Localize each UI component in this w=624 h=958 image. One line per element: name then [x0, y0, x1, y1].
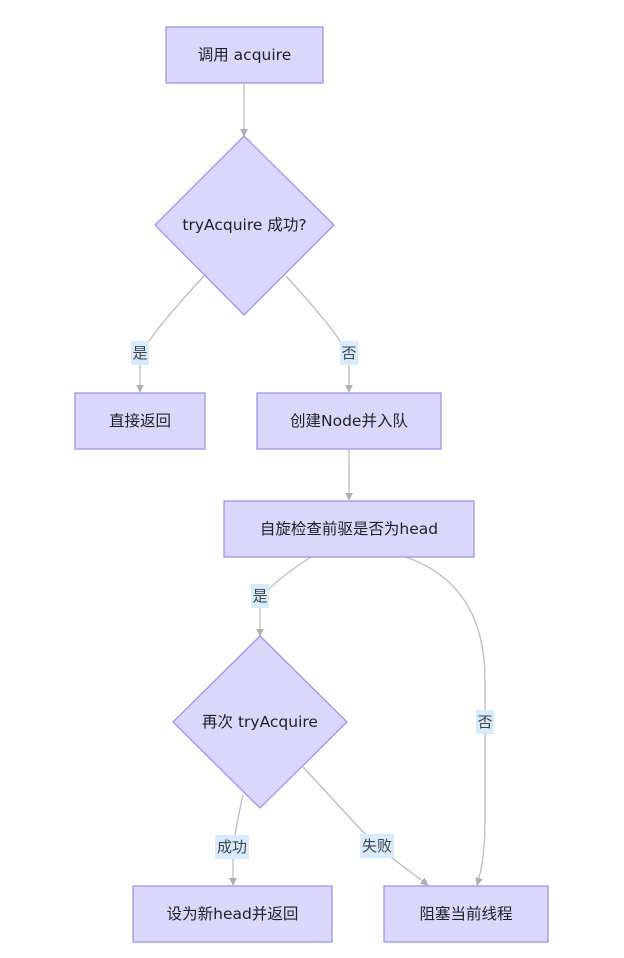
edge-retry-to-block-fail [302, 766, 429, 886]
node-label: 阻塞当前线程 [419, 905, 512, 923]
edge-label-text: 否 [477, 713, 492, 731]
edge-label-yes-2: 是 [251, 584, 269, 608]
node-call-acquire: 调用 acquire [165, 26, 324, 84]
edge-label-success: 成功 [215, 835, 249, 859]
node-set-head: 设为新head并返回 [132, 885, 333, 943]
edge-label-text: 成功 [217, 838, 247, 856]
edge-label-no-1: 否 [340, 341, 358, 365]
edge-label-fail: 失败 [360, 834, 394, 858]
node-label: 设为新head并返回 [167, 905, 299, 923]
node-return-direct: 直接返回 [74, 392, 206, 450]
node-label: 调用 acquire [198, 46, 292, 64]
edges [136, 83, 486, 886]
edge-label-text: 是 [132, 344, 147, 362]
node-label: 直接返回 [109, 412, 171, 430]
edge-try-to-return-yes [136, 275, 205, 393]
node-label: 创建Node并入队 [290, 412, 408, 430]
node-retry-acquire: 再次 tryAcquire [172, 635, 348, 809]
edge-label-yes-1: 是 [131, 341, 149, 365]
edge-spin-to-block-no [405, 556, 486, 886]
node-label: 再次 tryAcquire [202, 713, 318, 731]
edge-label-text: 失败 [362, 837, 392, 855]
edge-label-no-2: 否 [476, 710, 494, 734]
node-label: 自旋检查前驱是否为head [260, 520, 438, 538]
node-label: tryAcquire 成功? [182, 216, 306, 234]
node-block-thread: 阻塞当前线程 [383, 885, 549, 943]
edge-try-to-create-no [285, 275, 353, 393]
edge-label-text: 是 [252, 587, 267, 605]
node-spin-check: 自旋检查前驱是否为head [223, 500, 475, 558]
edge-labels: 是 否 是 否 成功 失败 [131, 341, 494, 859]
node-create-node: 创建Node并入队 [256, 392, 442, 450]
edge-label-text: 否 [341, 344, 356, 362]
node-try-acquire: tryAcquire 成功? [154, 135, 335, 316]
